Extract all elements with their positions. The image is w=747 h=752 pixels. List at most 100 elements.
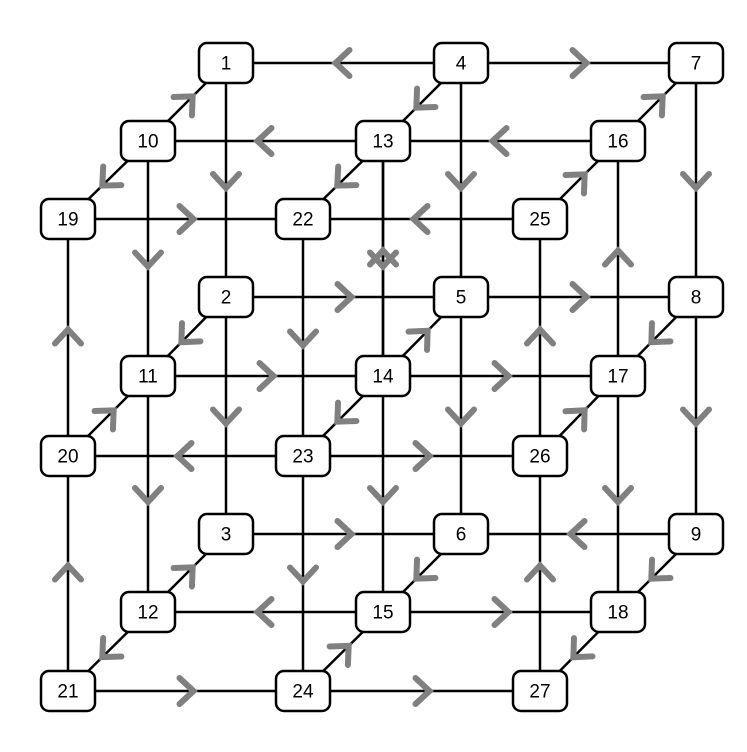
arrow-10-19 — [99, 163, 125, 189]
arrow-14-13 — [367, 246, 399, 268]
node-label: 13 — [372, 132, 393, 153]
node-box — [432, 41, 490, 85]
arrow-14-5 — [405, 327, 431, 353]
arrow-27-26 — [524, 561, 556, 583]
node-27: 27 — [511, 669, 569, 713]
node-10: 10 — [119, 119, 177, 163]
node-label: 19 — [57, 210, 78, 231]
arrow-2-3 — [210, 406, 242, 428]
arrow-5-6 — [445, 406, 477, 428]
node-label: 4 — [456, 54, 467, 75]
arrow-23-24 — [287, 564, 319, 586]
node-box — [589, 590, 647, 634]
arrow-20-11 — [91, 407, 117, 433]
node-box — [667, 41, 725, 85]
node-box — [197, 512, 255, 556]
node-box — [432, 512, 490, 556]
node-label: 26 — [529, 447, 550, 468]
node-12: 12 — [119, 590, 177, 634]
node-box — [354, 590, 412, 634]
arrow-4-7 — [569, 47, 591, 79]
arrow-2-5 — [334, 281, 356, 313]
arrow-10-1 — [170, 93, 196, 119]
arrow-25-16 — [562, 171, 588, 197]
arrow-22-23 — [287, 328, 319, 350]
node-23: 23 — [274, 434, 332, 478]
node-box — [354, 119, 412, 163]
node-label: 23 — [292, 447, 313, 468]
arrow-7-8 — [680, 171, 712, 193]
node-box — [274, 197, 332, 241]
arrow-14-17 — [491, 360, 513, 392]
nodes-layer: 1234567891011121314151617181920212223242… — [39, 41, 725, 713]
arrow-21-24 — [176, 675, 198, 707]
arrow-26-17 — [562, 407, 588, 433]
node-15: 15 — [354, 590, 412, 634]
node-label: 17 — [607, 367, 628, 388]
node-5: 5 — [432, 275, 490, 319]
arrow-9-18 — [648, 556, 674, 582]
arrow-6-15 — [413, 556, 439, 582]
node-1: 1 — [197, 41, 255, 85]
node-9: 9 — [667, 512, 725, 556]
arrow-13-10 — [253, 125, 275, 157]
arrow-3-6 — [334, 518, 356, 550]
node-label: 15 — [372, 603, 393, 624]
arrow-14-23 — [334, 399, 360, 425]
node-6: 6 — [432, 512, 490, 556]
node-label: 11 — [138, 367, 158, 388]
arrow-16-7 — [640, 93, 666, 119]
edges-layer — [66, 61, 698, 693]
node-box — [39, 197, 97, 241]
node-label: 2 — [221, 288, 232, 309]
node-8: 8 — [667, 275, 725, 319]
node-label: 14 — [372, 367, 394, 388]
arrow-11-14 — [256, 360, 278, 392]
arrow-23-26 — [412, 440, 434, 472]
node-label: 6 — [456, 525, 467, 546]
node-label: 1 — [221, 54, 232, 75]
arrow-18-27 — [570, 635, 596, 661]
arrow-15-12 — [253, 596, 275, 628]
node-box — [39, 669, 97, 713]
node-4: 4 — [432, 41, 490, 85]
node-24: 24 — [274, 669, 332, 713]
arrow-1-2 — [210, 171, 242, 193]
node-label: 20 — [57, 447, 78, 468]
arrow-21-20 — [52, 561, 84, 583]
arrow-25-22 — [409, 203, 431, 235]
node-label: 21 — [57, 682, 78, 703]
arrow-10-11 — [132, 249, 164, 271]
arrow-17-16 — [602, 246, 634, 268]
node-box — [511, 197, 569, 241]
arrow-8-17 — [648, 320, 674, 346]
node-22: 22 — [274, 197, 332, 241]
node-box — [511, 669, 569, 713]
node-box — [119, 354, 177, 398]
node-11: 11 — [119, 354, 177, 398]
node-14: 14 — [354, 354, 412, 398]
arrow-24-15 — [326, 642, 352, 668]
node-label: 27 — [529, 682, 550, 703]
node-box — [589, 119, 647, 163]
node-label: 22 — [292, 210, 313, 231]
node-box — [432, 275, 490, 319]
node-label: 3 — [221, 525, 232, 546]
node-box — [39, 434, 97, 478]
arrow-5-8 — [569, 281, 591, 313]
arrow-8-9 — [680, 406, 712, 428]
node-label: 16 — [607, 132, 628, 153]
node-26: 26 — [511, 434, 569, 478]
arrow-23-20 — [173, 440, 195, 472]
node-13: 13 — [354, 119, 412, 163]
node-label: 8 — [691, 288, 702, 309]
arrow-15-18 — [491, 596, 513, 628]
node-box — [274, 434, 332, 478]
node-19: 19 — [39, 197, 97, 241]
node-17: 17 — [589, 354, 647, 398]
node-box — [119, 590, 177, 634]
arrow-19-22 — [176, 203, 198, 235]
arrow-12-3 — [170, 564, 196, 590]
arrows-layer — [52, 47, 712, 707]
